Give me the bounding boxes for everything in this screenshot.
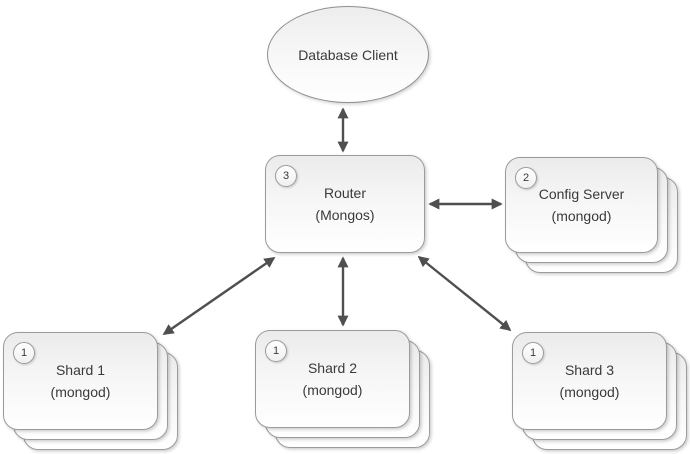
node-title: Router (323, 185, 367, 201)
count-badge: 1 (265, 340, 287, 362)
node-label: Shard 1 (mongod) (4, 359, 157, 403)
node-subtitle: (Mongos) (315, 207, 375, 223)
node-router: 3 Router (Mongos) (265, 155, 425, 253)
node-title: Config Server (538, 186, 625, 202)
node-label: Database Client (298, 46, 398, 63)
badge-number: 1 (20, 347, 28, 359)
node-title: Shard 2 (307, 360, 358, 376)
badge-number: 1 (272, 345, 280, 357)
node-face: 1 Shard 1 (mongod) (3, 332, 158, 430)
node-subtitle: (mongod) (559, 384, 620, 400)
badge-number: 2 (522, 172, 530, 184)
badge-number: 3 (282, 170, 290, 182)
node-subtitle: (mongod) (551, 208, 612, 224)
node-shard-1: 1 Shard 1 (mongod) (3, 332, 178, 450)
node-label: Config Server (mongod) (506, 183, 657, 227)
node-database-client: Database Client (267, 6, 429, 103)
node-shard-2: 1 Shard 2 (mongod) (255, 330, 430, 448)
node-face: 1 Shard 2 (mongod) (255, 330, 410, 428)
edge-router-shard3 (417, 255, 512, 332)
node-title: Shard 1 (55, 362, 106, 378)
count-badge: 2 (515, 167, 537, 189)
count-badge: 1 (13, 342, 35, 364)
node-face: 1 Shard 3 (mongod) (512, 332, 667, 430)
node-face: 2 Config Server (mongod) (505, 157, 658, 253)
node-label: Shard 2 (mongod) (256, 357, 409, 401)
count-badge: 3 (275, 165, 297, 187)
node-subtitle: (mongod) (50, 384, 111, 400)
node-subtitle: (mongod) (302, 382, 363, 398)
node-face: 3 Router (Mongos) (265, 155, 425, 253)
edge-router-shard1 (162, 257, 276, 335)
node-label: Shard 3 (mongod) (513, 359, 666, 403)
node-label: Router (Mongos) (266, 182, 424, 226)
count-badge: 1 (522, 342, 544, 364)
node-title: Shard 3 (564, 362, 615, 378)
node-config-server: 2 Config Server (mongod) (505, 157, 678, 273)
badge-number: 1 (529, 347, 537, 359)
node-shard-3: 1 Shard 3 (mongod) (512, 332, 687, 450)
